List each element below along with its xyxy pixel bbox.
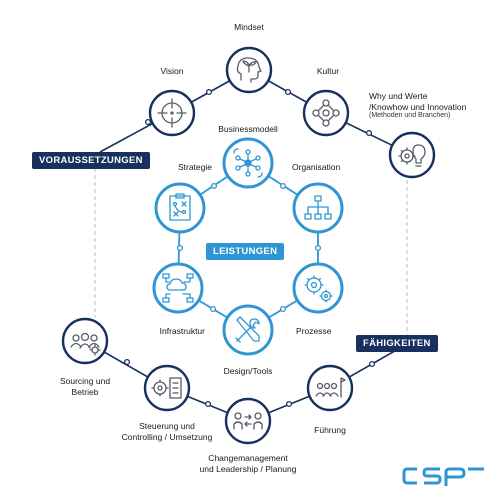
inner-node-label: Design/Tools bbox=[223, 366, 273, 376]
banner-leistungen: LEISTUNGEN bbox=[206, 243, 285, 260]
banner-voraussetzungen: VORAUSSETZUNGEN bbox=[32, 152, 150, 169]
team-gear-icon bbox=[70, 332, 101, 356]
connector-dot bbox=[205, 88, 213, 96]
inner-node bbox=[222, 137, 274, 189]
inner-node bbox=[154, 182, 206, 234]
connector-dot bbox=[204, 400, 212, 408]
network-hub-icon bbox=[233, 148, 263, 178]
connector-dot bbox=[365, 129, 373, 137]
outer-node bbox=[302, 89, 350, 137]
outer-node bbox=[224, 397, 272, 445]
csp-logo bbox=[402, 467, 484, 486]
outer-node bbox=[388, 131, 436, 179]
cloud-network-icon bbox=[162, 273, 194, 303]
inner-node-label: Strategie bbox=[177, 162, 212, 172]
outer-node bbox=[225, 46, 273, 94]
outer-node-label: Vision bbox=[160, 66, 184, 76]
inner-connector-dot bbox=[314, 244, 322, 252]
connector-dot bbox=[284, 88, 292, 96]
inner-connector-dot bbox=[209, 305, 217, 313]
org-chart-icon bbox=[304, 195, 332, 220]
inner-node-label: Infrastruktur bbox=[159, 326, 205, 336]
strategy-board-icon bbox=[169, 193, 191, 221]
connector-dot bbox=[144, 118, 152, 126]
inner-node-label: Businessmodell bbox=[218, 124, 278, 134]
outer-node bbox=[143, 364, 191, 412]
inner-connector-dot bbox=[279, 182, 287, 190]
banner-faehigkeiten: FÄHIGKEITEN bbox=[356, 335, 438, 352]
inner-connector-dot bbox=[176, 244, 184, 252]
inner-node bbox=[152, 262, 204, 314]
connector-dot bbox=[368, 360, 376, 368]
crosshair-target-icon bbox=[157, 98, 187, 128]
outer-node bbox=[61, 317, 109, 365]
gear-lightbulb-icon bbox=[398, 144, 426, 167]
team-flag-icon bbox=[315, 377, 346, 398]
inner-node bbox=[222, 304, 274, 356]
inner-node-label: Organisation bbox=[292, 162, 341, 172]
connector-dot bbox=[285, 400, 293, 408]
tools-icon bbox=[235, 316, 260, 343]
outer-node-sublabel: (Methoden und Branchen) bbox=[369, 112, 451, 119]
outer-node bbox=[306, 364, 354, 412]
people-arrows-icon bbox=[233, 412, 263, 430]
head-sprout-icon bbox=[236, 57, 262, 83]
outer-node-label: Why und Werte/Knowhow und Innovation bbox=[369, 91, 467, 112]
gears-checklist-icon bbox=[151, 377, 182, 399]
outer-node-label: Führung bbox=[314, 425, 346, 435]
inner-node bbox=[292, 182, 344, 234]
inner-connector-dot bbox=[210, 182, 218, 190]
outer-node-label: Mindset bbox=[234, 22, 264, 32]
inner-connector-dot bbox=[279, 305, 287, 313]
gears-icon bbox=[304, 275, 333, 303]
outer-node bbox=[148, 89, 196, 137]
inner-node bbox=[292, 262, 344, 314]
inner-node-label: Prozesse bbox=[296, 326, 332, 336]
connector-dot bbox=[123, 358, 131, 366]
people-network-icon bbox=[312, 99, 340, 127]
outer-node-label: Kultur bbox=[316, 66, 340, 76]
